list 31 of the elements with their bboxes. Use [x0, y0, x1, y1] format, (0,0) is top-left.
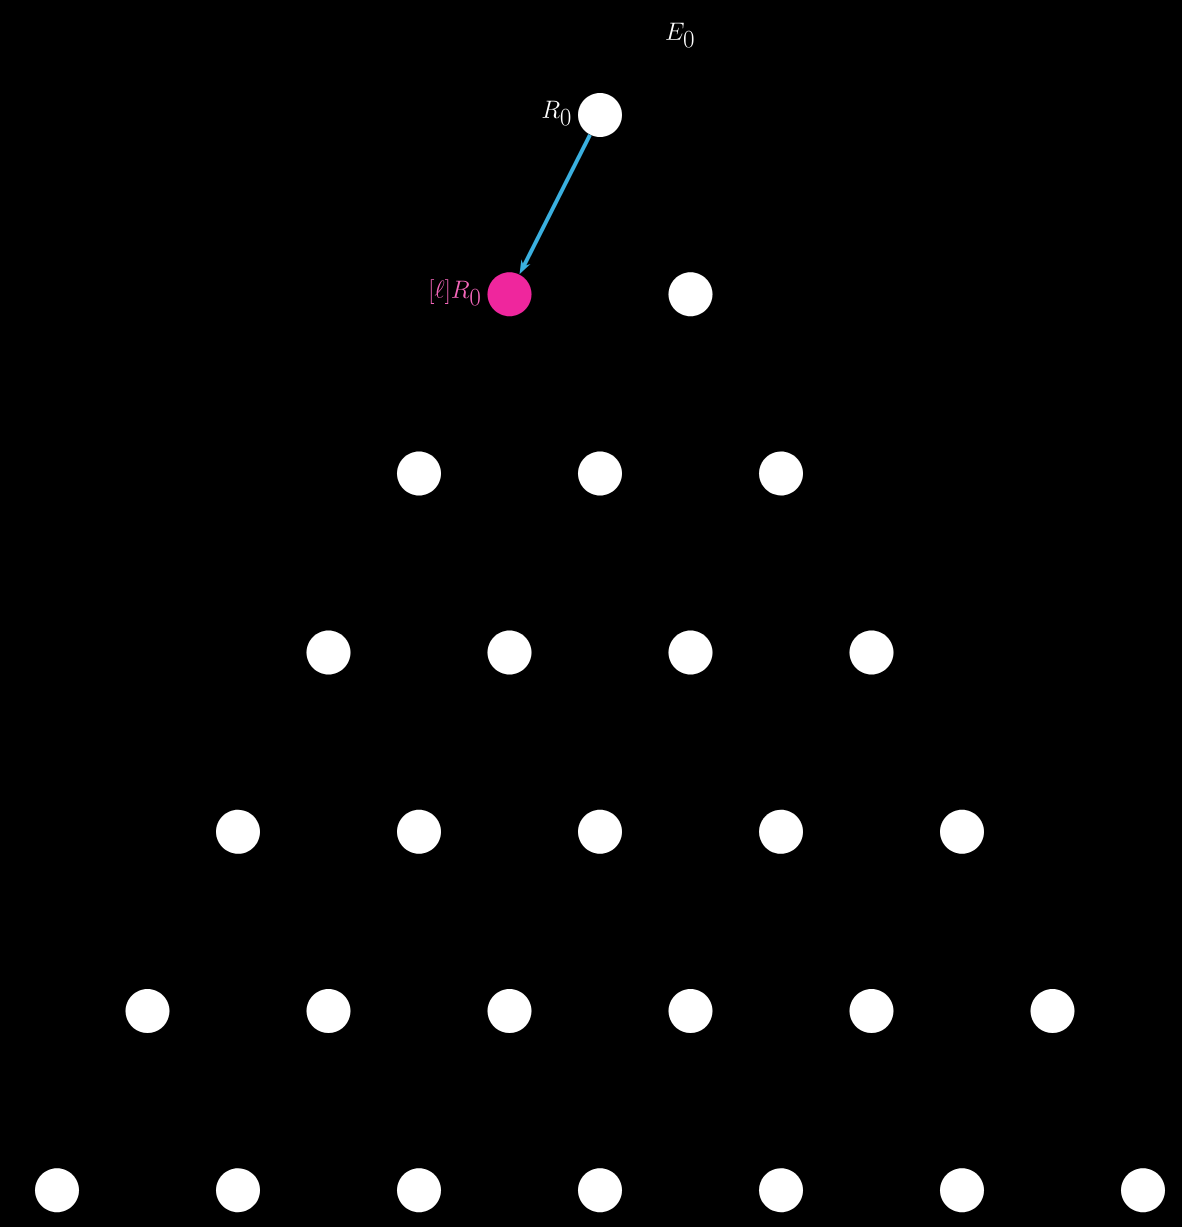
dot: [487, 272, 532, 317]
dot: [759, 809, 803, 854]
dot: [125, 989, 170, 1033]
dot: [1121, 1168, 1165, 1213]
dot: [940, 809, 984, 854]
dot: [668, 630, 713, 675]
dot: [849, 630, 894, 675]
dot: [35, 1168, 79, 1213]
dot: [397, 1168, 441, 1213]
dot: [216, 1168, 260, 1213]
dot: [578, 451, 622, 496]
dot: [1030, 989, 1075, 1033]
dot: [397, 451, 441, 496]
dot: [578, 1168, 622, 1213]
dot: [759, 1168, 803, 1213]
dot: [397, 809, 441, 854]
dot: [578, 809, 622, 854]
point-label: $[\ell]R_0$: [430, 279, 480, 306]
dot: [578, 93, 622, 137]
dot: [216, 809, 260, 854]
dot: [306, 630, 351, 675]
dot: [668, 989, 713, 1033]
dot: [668, 272, 713, 317]
dot: [487, 989, 532, 1033]
dot: [306, 989, 351, 1033]
point-label: $R_0$: [542, 100, 571, 126]
dot: [849, 989, 894, 1033]
dot: [759, 451, 803, 496]
dot: [940, 1168, 984, 1213]
curve-label: $E_0$: [666, 22, 694, 48]
dot: [487, 630, 532, 675]
